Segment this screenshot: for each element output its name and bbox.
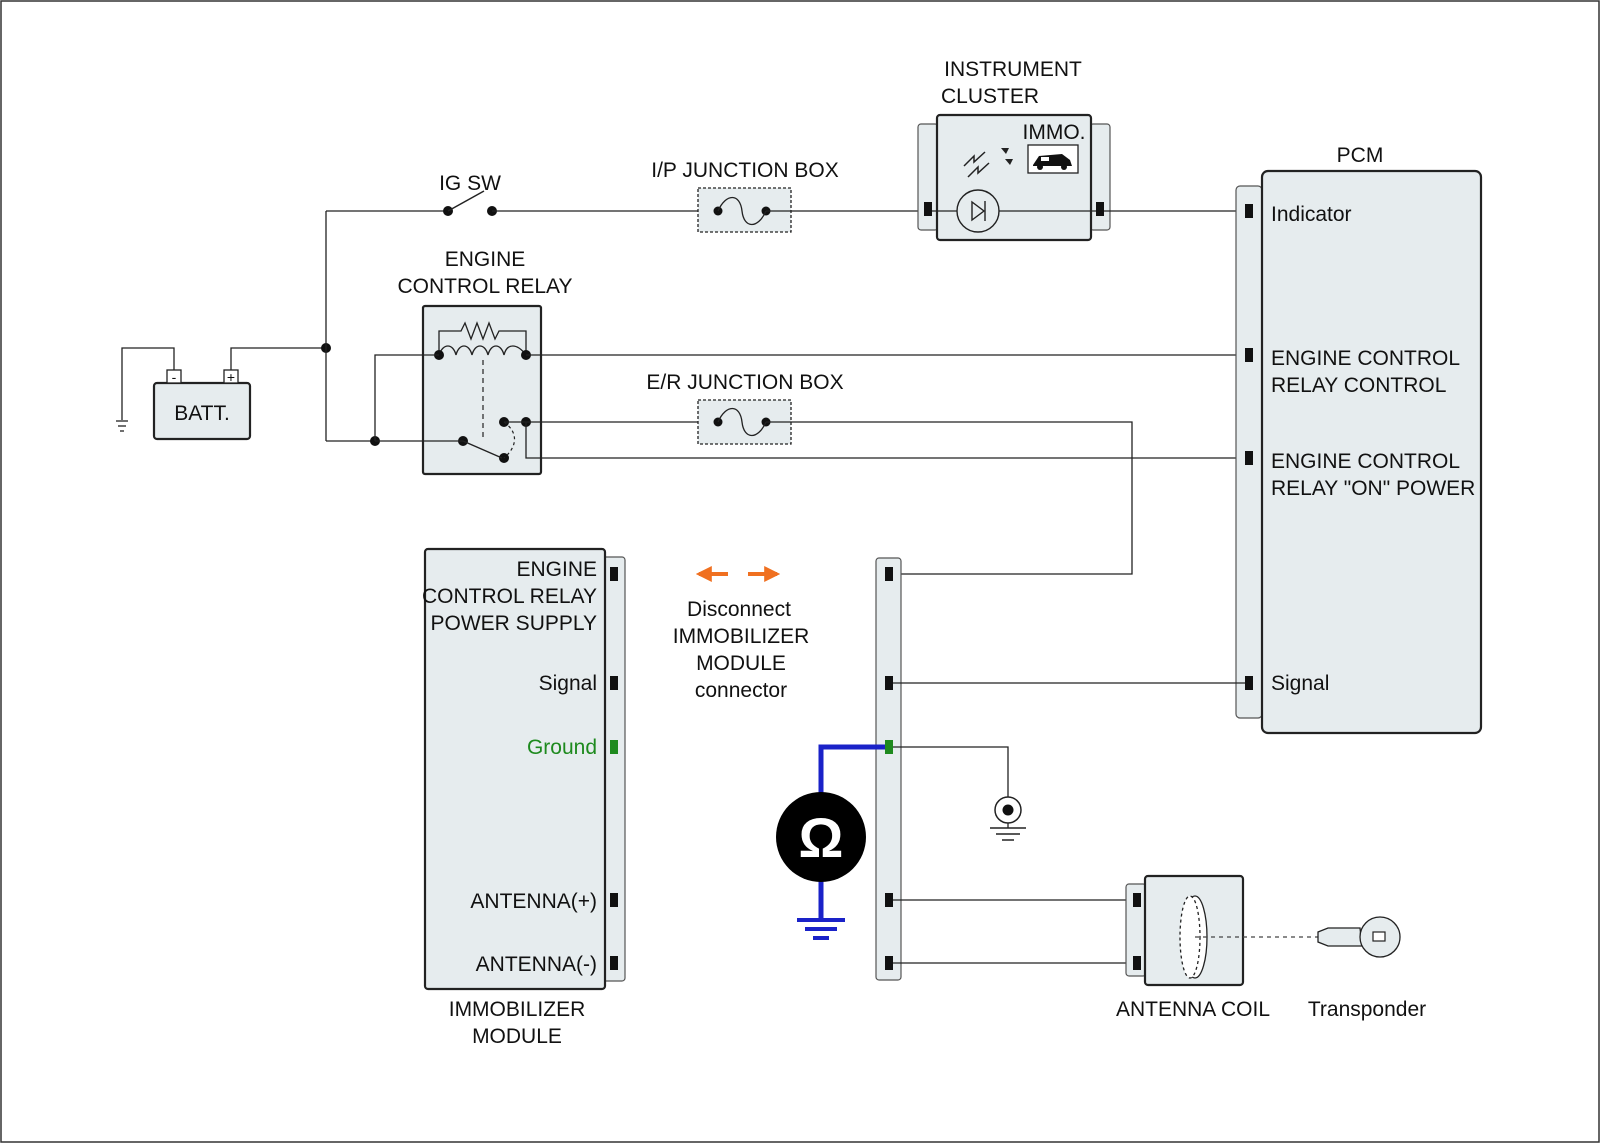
ig-switch: IG SW <box>439 172 501 216</box>
disconnect-line2: IMMOBILIZER <box>673 625 810 648</box>
pcm-pin-indicator: Indicator <box>1271 203 1352 226</box>
antenna-coil-label: ANTENNA COIL <box>1116 998 1270 1021</box>
ohm-symbol: Ω <box>799 806 844 869</box>
chassis-ground-icon <box>990 796 1026 841</box>
immo-module-label-line1: IMMOBILIZER <box>449 998 586 1021</box>
immo-indicator-tag: IMMO. <box>1023 121 1086 144</box>
transponder: Transponder <box>1308 916 1426 1021</box>
cluster-label-line2: CLUSTER <box>941 85 1039 108</box>
ohmmeter-icon <box>776 792 866 882</box>
immo-module-label-line2: MODULE <box>472 1025 562 1048</box>
pcm-pin-signal: Signal <box>1271 672 1329 695</box>
battery: - + BATT. <box>152 369 252 441</box>
engine-control-relay: ENGINE CONTROL RELAY <box>397 248 573 476</box>
ig-switch-label: IG SW <box>439 172 501 195</box>
ip-junction-box-label: I/P JUNCTION BOX <box>651 159 838 182</box>
light-rays-icon <box>963 148 1013 178</box>
battery-icon <box>152 381 252 441</box>
harness-connector <box>875 557 902 981</box>
transponder-label: Transponder <box>1308 998 1426 1021</box>
er-junction-box: E/R JUNCTION BOX <box>646 371 844 445</box>
immo-pin-power-line3: POWER SUPPLY <box>431 612 597 635</box>
pcm: PCM Indicator ENGINE CONTROL RELAY CONTR… <box>1235 144 1483 735</box>
immobilizer-module: ENGINE CONTROL RELAY POWER SUPPLY Signal… <box>422 547 626 1048</box>
disconnect-line1: Disconnect <box>687 598 791 621</box>
immo-pin-antenna-minus: ANTENNA(-) <box>476 953 597 976</box>
instrument-cluster: INSTRUMENT CLUSTER IMMO. <box>917 58 1111 242</box>
ground-icon <box>116 420 128 432</box>
pcm-pin-ecr-on-line1: ENGINE CONTROL <box>1271 450 1460 473</box>
car-icon <box>1033 154 1072 170</box>
switch-icon <box>447 190 485 212</box>
antenna-coil-icon <box>1179 895 1208 979</box>
pcm-pin-ecr-control-line2: RELAY CONTROL <box>1271 374 1446 397</box>
ip-junction-box: I/P JUNCTION BOX <box>651 159 839 233</box>
fuse-icon <box>717 407 767 437</box>
relay-coil-icon <box>438 321 527 356</box>
battery-minus: - <box>172 369 177 385</box>
pcm-pin-ecr-control-line1: ENGINE CONTROL <box>1271 347 1460 370</box>
antenna-coil: ANTENNA COIL <box>1116 874 1270 1021</box>
disconnect-note: Disconnect IMMOBILIZER MODULE connector <box>673 566 810 702</box>
er-junction-box-label: E/R JUNCTION BOX <box>646 371 843 394</box>
ohmmeter: Ω <box>776 744 885 940</box>
cluster-label-line1: INSTRUMENT <box>944 58 1082 81</box>
key-icon <box>1317 916 1401 958</box>
immo-pin-signal: Signal <box>539 672 597 695</box>
battery-plus: + <box>227 369 235 385</box>
battery-label: BATT. <box>174 402 230 425</box>
disconnect-line3: MODULE <box>696 652 786 675</box>
fuse-icon <box>717 196 767 226</box>
immo-pin-power-line2: CONTROL RELAY <box>422 585 597 608</box>
relay-label-line1: ENGINE <box>445 248 526 271</box>
relay-label-line2: CONTROL RELAY <box>397 275 572 298</box>
pcm-label: PCM <box>1337 144 1384 167</box>
pcm-pin-ecr-on-line2: RELAY "ON" POWER <box>1271 477 1475 500</box>
immo-pin-antenna-plus: ANTENNA(+) <box>470 890 597 913</box>
disconnect-line4: connector <box>695 679 787 702</box>
immo-pin-power-line1: ENGINE <box>516 558 597 581</box>
immo-pin-ground: Ground <box>527 736 597 759</box>
